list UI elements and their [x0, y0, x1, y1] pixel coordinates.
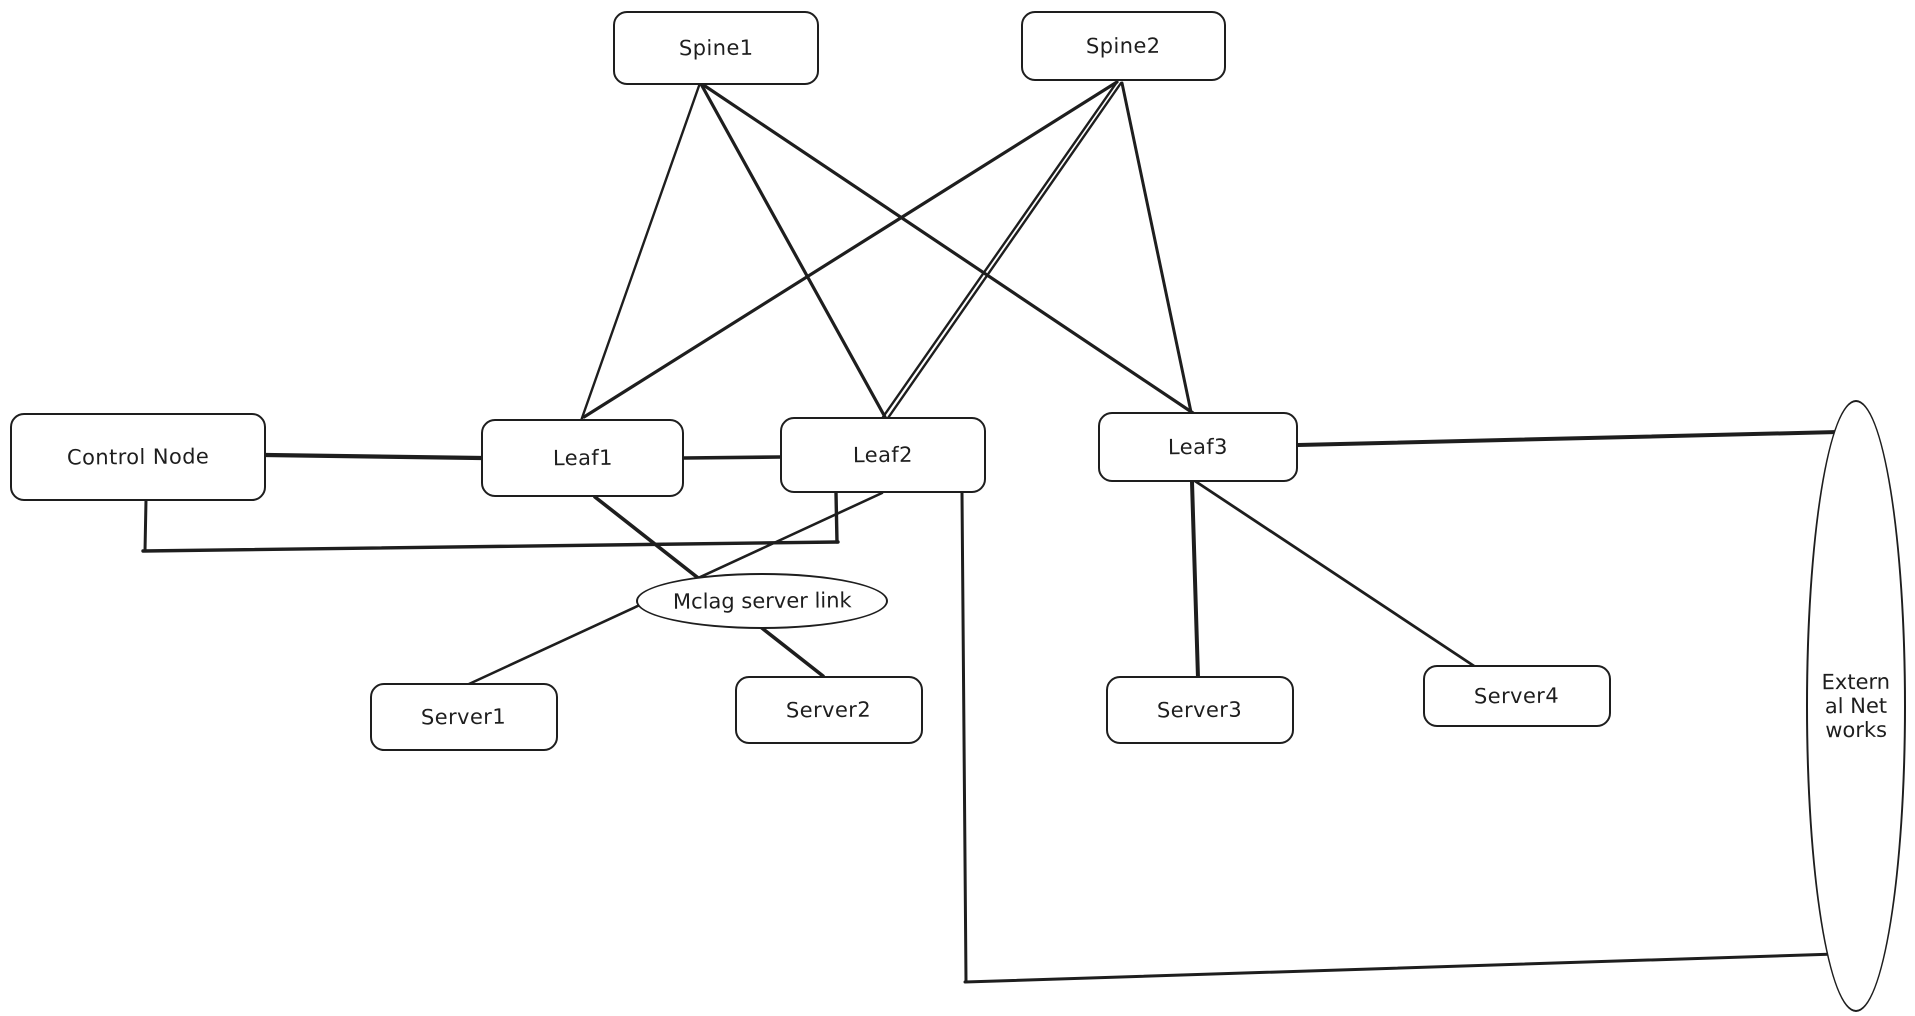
node-external-networks[interactable]: External Networks [1806, 400, 1906, 1012]
node-leaf3-label: Leaf3 [1167, 434, 1229, 460]
annotation-mclag-server-link-label: Mclag server link [672, 588, 852, 614]
link-leaf1-leaf2 [682, 455, 782, 460]
node-leaf3[interactable]: Leaf3 [1098, 412, 1298, 482]
node-spine1[interactable]: Spine1 [613, 11, 819, 85]
link-leaf3-server3 [1190, 480, 1200, 680]
link-spine2-leaf1 [582, 80, 1119, 419]
node-spine2[interactable]: Spine2 [1021, 11, 1226, 81]
link-spine1-leaf1 [579, 81, 702, 423]
node-external-networks-label: External Networks [1821, 669, 1891, 743]
link-leaf3-external [1296, 430, 1840, 447]
node-server3-label: Server3 [1157, 697, 1243, 723]
node-spine2-label: Spine2 [1086, 33, 1161, 59]
link-spine2-leaf2-b [886, 81, 1123, 420]
link-spine1-leaf2 [699, 82, 887, 419]
node-control-node[interactable]: Control Node [10, 413, 266, 501]
node-leaf2-label: Leaf2 [852, 442, 914, 468]
annotation-mclag-server-link[interactable]: Mclag server link [636, 573, 888, 629]
node-leaf2[interactable]: Leaf2 [780, 417, 986, 493]
link-leaf3-server4 [1193, 479, 1476, 668]
node-leaf1[interactable]: Leaf1 [481, 419, 684, 497]
link-spine2-leaf2-a [881, 80, 1119, 419]
node-leaf1-label: Leaf1 [552, 445, 613, 471]
node-server4-label: Server4 [1474, 683, 1560, 709]
node-server3[interactable]: Server3 [1106, 676, 1294, 744]
link-control-leaf2 [143, 498, 148, 553]
link-spine1-leaf3 [700, 82, 1195, 415]
link-control-leaf1 [263, 452, 484, 461]
link-control-leaf2-riser [834, 491, 839, 544]
node-server1[interactable]: Server1 [370, 683, 558, 751]
node-server1-label: Server1 [421, 704, 507, 730]
node-spine1-label: Spine1 [678, 35, 754, 61]
node-server2[interactable]: Server2 [735, 676, 923, 744]
node-server4[interactable]: Server4 [1423, 665, 1611, 727]
link-leaf2-external [960, 491, 968, 983]
link-control-leaf2-run [141, 540, 840, 553]
link-spine2-leaf3 [1120, 81, 1193, 414]
node-control-node-label: Control Node [66, 444, 210, 470]
node-server2-label: Server2 [786, 697, 872, 723]
link-leaf2-external-run [963, 952, 1838, 984]
